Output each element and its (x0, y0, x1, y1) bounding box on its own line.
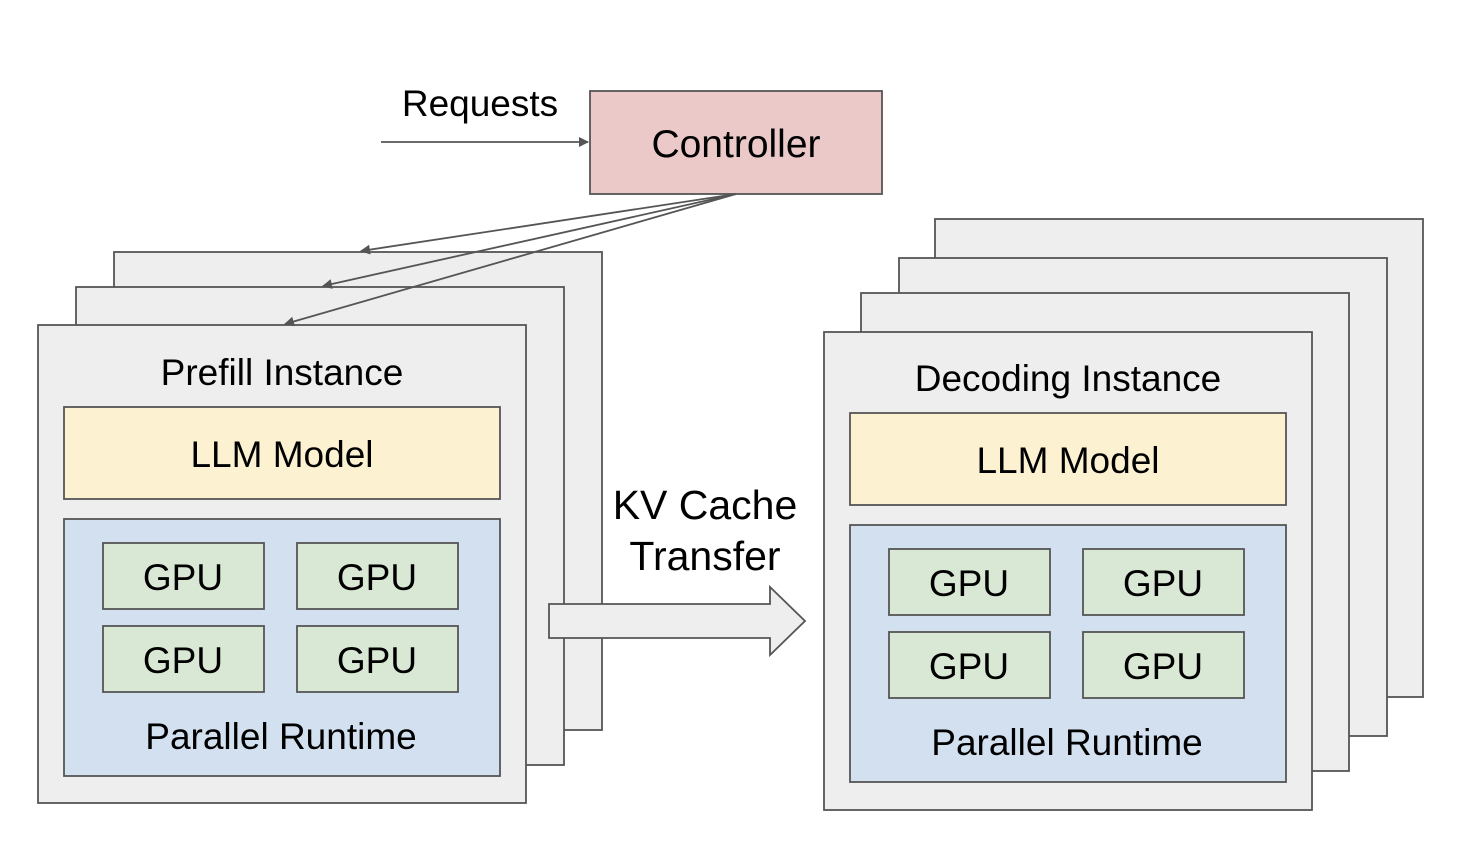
dispatch-arrow (284, 193, 737, 327)
controller-label: Controller (651, 123, 820, 166)
controller-box: Controller (589, 90, 883, 195)
prefill-parallel-runtime-label: Parallel Runtime (145, 716, 416, 757)
decoding-gpu-box (1082, 631, 1245, 699)
decoding-gpu-label: GPU (929, 646, 1009, 687)
prefill-instance-title: Prefill Instance (161, 352, 404, 393)
decoding-llm-model-label: LLM Model (976, 440, 1159, 481)
decoding-parallel-runtime-label: Parallel Runtime (931, 722, 1202, 763)
prefill-gpu-label: GPU (337, 640, 417, 681)
prefill-instance-stack: Prefill Instance LLM Model GPU GPU GPU G… (37, 251, 603, 804)
decoding-instance-title: Decoding Instance (915, 358, 1221, 399)
decoding-gpu-label: GPU (1123, 646, 1203, 687)
decoding-gpu-box (888, 631, 1051, 699)
decoding-gpu-label: GPU (1123, 563, 1203, 604)
dispatch-arrow (360, 193, 737, 255)
kv-transfer-line1: KV Cache (613, 482, 798, 528)
decoding-gpu-box (1082, 548, 1245, 616)
decoding-gpu-box (888, 548, 1051, 616)
prefill-instance: Prefill Instance LLM Model GPU GPU GPU G… (37, 324, 527, 804)
prefill-llm-model-label: LLM Model (190, 434, 373, 475)
prefill-gpu-label: GPU (143, 557, 223, 598)
prefill-gpu-label: GPU (337, 557, 417, 598)
decoding-gpu-label: GPU (929, 563, 1009, 604)
decoding-instance-stack: Decoding Instance LLM Model GPU GPU GPU … (823, 218, 1424, 811)
prefill-gpu-box (296, 625, 459, 693)
decoding-instance: Decoding Instance LLM Model GPU GPU GPU … (823, 331, 1313, 811)
prefill-llm-model-box (63, 406, 501, 500)
dispatch-arrow (322, 193, 737, 289)
prefill-gpu-box (296, 542, 459, 610)
prefill-gpu-box (102, 625, 265, 693)
prefill-gpu-label: GPU (143, 640, 223, 681)
decoding-llm-model-box (849, 412, 1287, 506)
dispatch-arrows (284, 193, 737, 327)
prefill-gpu-box (102, 542, 265, 610)
requests-label: Requests (402, 83, 558, 124)
kv-transfer-line2: Transfer (629, 533, 780, 579)
kv-transfer-arrow (548, 584, 807, 658)
